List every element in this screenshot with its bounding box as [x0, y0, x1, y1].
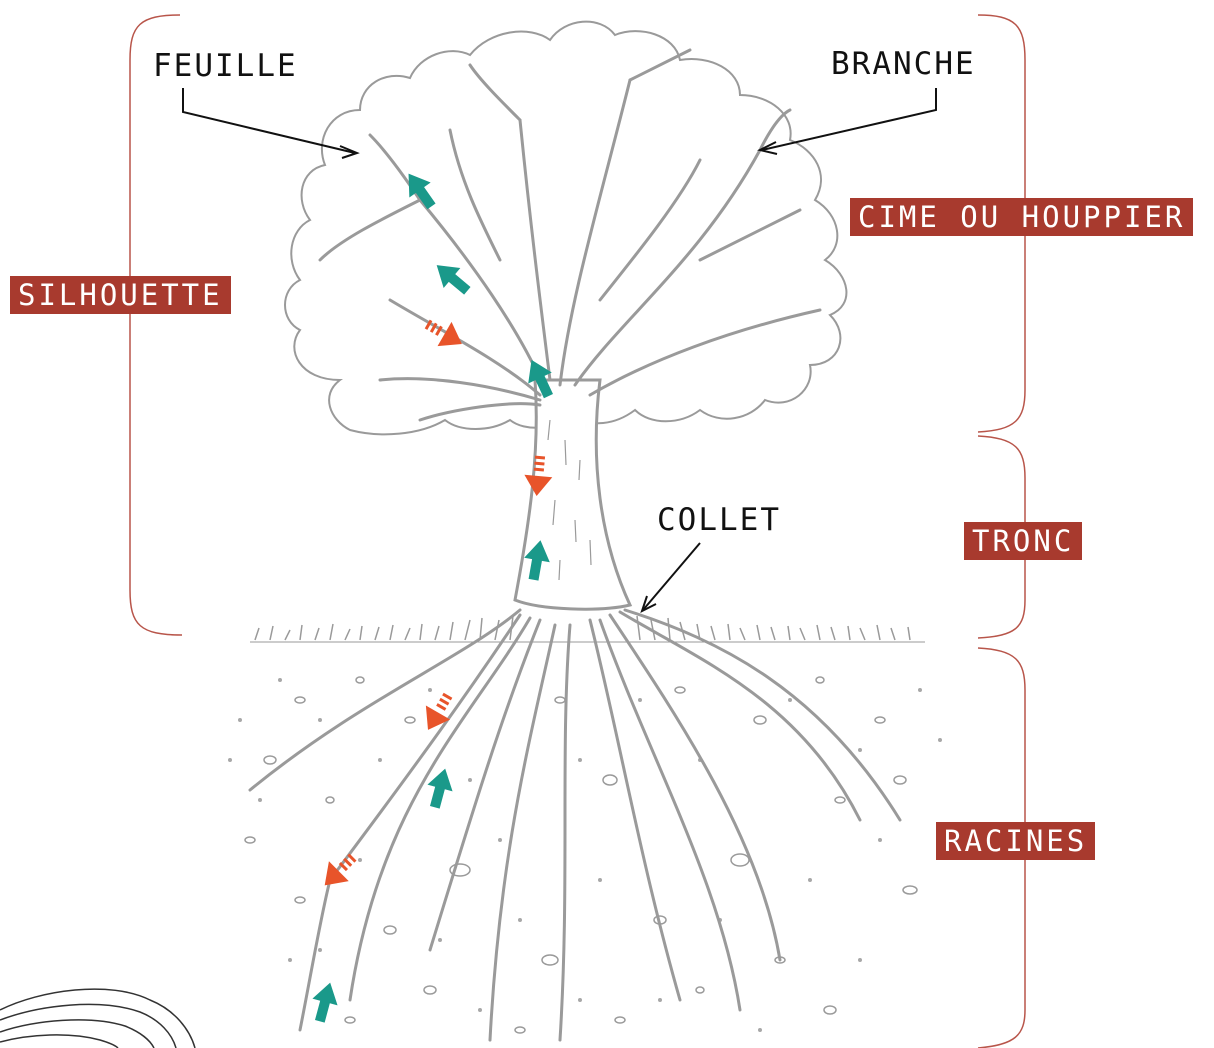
callout-feuille: FEUILLE [153, 48, 298, 84]
soil [245, 677, 917, 1033]
label-silhouette: SILHOUETTE [10, 276, 231, 314]
grass [250, 616, 925, 642]
roots [250, 610, 900, 1040]
arrow-down-orange-icon [315, 312, 554, 895]
callout-collet: COLLET [657, 502, 781, 538]
label-cime: CIME OU HOUPPIER [850, 198, 1193, 236]
callout-branche: BRANCHE [831, 46, 976, 82]
label-tronc: TRONC [964, 522, 1082, 560]
soil-dots [228, 678, 942, 1032]
branches [320, 50, 820, 420]
tree-ring-icon [0, 989, 195, 1048]
label-racines: RACINES [936, 822, 1095, 860]
